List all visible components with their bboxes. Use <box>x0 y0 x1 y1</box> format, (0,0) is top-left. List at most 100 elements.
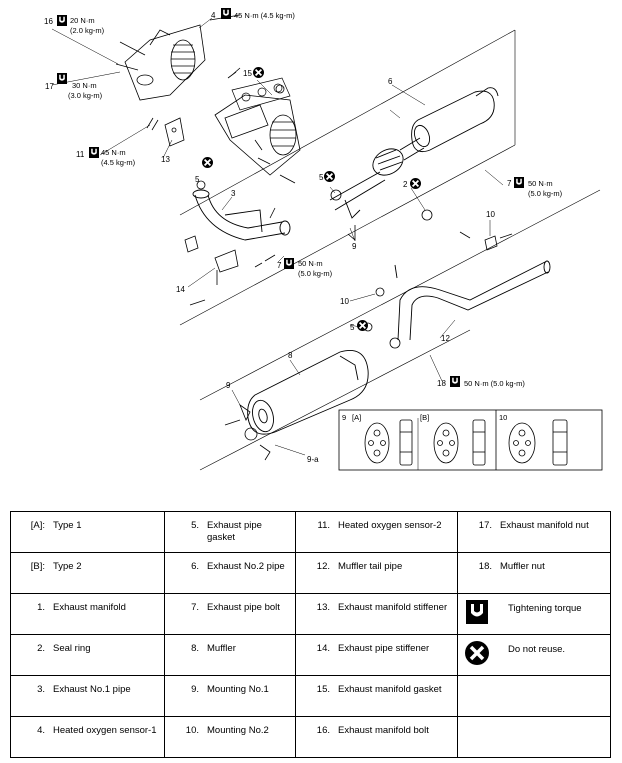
inset-label-type1: [A] <box>352 413 361 422</box>
legend-row: 1. Exhaust manifold 7. Exhaust pipe bolt 13.… <box>10 593 611 635</box>
callout-5a: 5 <box>195 175 200 184</box>
legend-cell: 12.Muffler tail pipe <box>295 552 458 594</box>
callout-7a-torque: 50 N·m <box>528 179 553 188</box>
legend-description: Muffler tail pipe <box>338 561 403 572</box>
callout-17: 17 <box>45 82 54 91</box>
callout-11-torque-alt: (4.5 kg-m) <box>101 158 136 167</box>
legend-key: 16. <box>316 725 330 736</box>
legend-description: Exhaust manifold <box>53 602 126 613</box>
do-not-reuse-icon <box>409 177 422 190</box>
do-not-reuse-icon <box>356 319 369 332</box>
do-not-reuse-icon <box>252 66 265 79</box>
legend-row: 4. Heated oxygen sensor-1 10.Mounting No.2… <box>10 716 611 758</box>
legend-description: Exhaust manifold bolt <box>338 725 429 736</box>
legend-cell: 10.Mounting No.2 <box>164 716 296 758</box>
do-not-reuse-icon <box>464 640 490 666</box>
callout-6: 6 <box>388 77 393 86</box>
legend-description: Tightening torque <box>508 603 582 614</box>
legend-key: 6. <box>191 561 199 572</box>
legend-key: 1. <box>37 602 45 613</box>
callout-12: 12 <box>441 334 450 343</box>
pipe-stiffener <box>184 235 239 273</box>
legend-cell: 4. Heated oxygen sensor-1 <box>10 716 165 758</box>
callout-9b: 9 <box>226 381 231 390</box>
exhaust-system-diagram: 16 20 N·m (2.0 kg-m) 4 45 N·m (4.5 kg-m)… <box>44 8 603 471</box>
callout-18: 18 <box>437 379 446 388</box>
callout-8: 8 <box>288 351 293 360</box>
callout-13: 13 <box>161 155 170 164</box>
legend-row: 3. Exhaust No.1 pipe 9.Mounting No.1 15. Exh… <box>10 675 611 717</box>
legend-description: Exhaust pipe bolt <box>207 602 280 613</box>
legend-cell: 8.Muffler <box>164 634 296 676</box>
callout-10a: 10 <box>486 210 495 219</box>
do-not-reuse-icon <box>323 170 336 183</box>
legend-cell: Do not reuse. <box>457 634 611 676</box>
do-not-reuse-icon <box>201 156 214 169</box>
frame-lines <box>179 29 601 471</box>
callout-labels: 16 20 N·m (2.0 kg-m) 4 45 N·m (4.5 kg-m)… <box>44 11 563 464</box>
exhaust-manifold <box>124 24 206 101</box>
muffler-tail-pipe <box>394 260 551 341</box>
inset-label-type2: [B] <box>420 413 429 422</box>
legend-cell: 14.Exhaust pipe stiffener <box>295 634 458 676</box>
manifold-stiffener <box>164 117 185 147</box>
legend-cell: 9.Mounting No.1 <box>164 675 296 717</box>
exhaust-no1-pipe <box>192 189 291 241</box>
callout-15: 15 <box>243 69 252 78</box>
mounting-inset <box>338 409 603 471</box>
legend-description: Heated oxygen sensor-2 <box>338 520 442 531</box>
legend-key: 15. <box>316 684 330 695</box>
torque-wrench-icon <box>284 258 294 269</box>
legend-key: 3. <box>37 684 45 695</box>
legend-description: Type 2 <box>53 561 82 572</box>
callout-3: 3 <box>231 189 236 198</box>
callout-16-torque-alt: (2.0 kg-m) <box>70 26 105 35</box>
legend-key: 4. <box>37 725 45 736</box>
legend-cell: 13.Exhaust manifold stiffener <box>295 593 458 635</box>
legend-key: 9. <box>191 684 199 695</box>
legend-key: [B]: <box>30 561 45 572</box>
legend-description: Muffler <box>207 643 236 654</box>
torque-wrench-icon <box>450 376 460 387</box>
legend-row: [B]: Type 2 6. Exhaust No.2 pipe 12.Muffler … <box>10 552 611 594</box>
legend-description: Exhaust pipe stiffener <box>338 643 430 654</box>
callout-4: 4 <box>211 11 216 20</box>
callout-14: 14 <box>176 285 185 294</box>
inset-label-10: 10 <box>499 413 507 422</box>
legend-description: Muffler nut <box>500 561 545 572</box>
legend-key: 7. <box>191 602 199 613</box>
callout-16: 16 <box>44 17 53 26</box>
legend-cell: 17. Exhaust manifold nut <box>457 511 611 553</box>
legend-description: Exhaust manifold stiffener <box>338 602 448 613</box>
callout-2: 2 <box>403 180 408 189</box>
legend-description: Exhaust pipe gasket <box>207 520 262 543</box>
callout-16-torque: 20 N·m <box>70 16 95 25</box>
callout-5c: 5 <box>350 323 355 332</box>
exhaust-no2-pipe <box>329 87 499 219</box>
legend-key: 18. <box>478 561 492 572</box>
legend-key: 10. <box>185 725 199 736</box>
callout-7a: 7 <box>507 179 512 188</box>
torque-wrench-icon <box>89 147 99 158</box>
legend-description: Exhaust No.2 pipe <box>207 561 285 572</box>
legend-cell: [B]: Type 2 <box>10 552 165 594</box>
legend-description: Exhaust manifold nut <box>500 520 589 531</box>
legend-description: Exhaust manifold gasket <box>338 684 442 695</box>
legend-key: [A]: <box>30 520 45 531</box>
legend-description: Heated oxygen sensor-1 <box>53 725 157 736</box>
callout-5b: 5 <box>319 173 324 182</box>
callout-9a-sub: 9-a <box>307 455 319 464</box>
legend-cell: 11.Heated oxygen sensor-2 <box>295 511 458 553</box>
legend-description: Exhaust No.1 pipe <box>53 684 131 695</box>
legend-cell: Tightening torque <box>457 593 611 635</box>
legend-cell: 1. Exhaust manifold <box>10 593 165 635</box>
legend-cell: 5.Exhaust pipe gasket <box>164 511 296 553</box>
legend-description: Seal ring <box>53 643 91 654</box>
small-parts <box>115 14 513 461</box>
callout-10b: 10 <box>340 297 349 306</box>
callout-11: 11 <box>76 150 85 159</box>
legend-key: 17. <box>478 520 492 531</box>
legend-cell: [A]:Type 1 <box>10 511 165 553</box>
callout-11-torque: 45 N·m <box>101 148 126 157</box>
